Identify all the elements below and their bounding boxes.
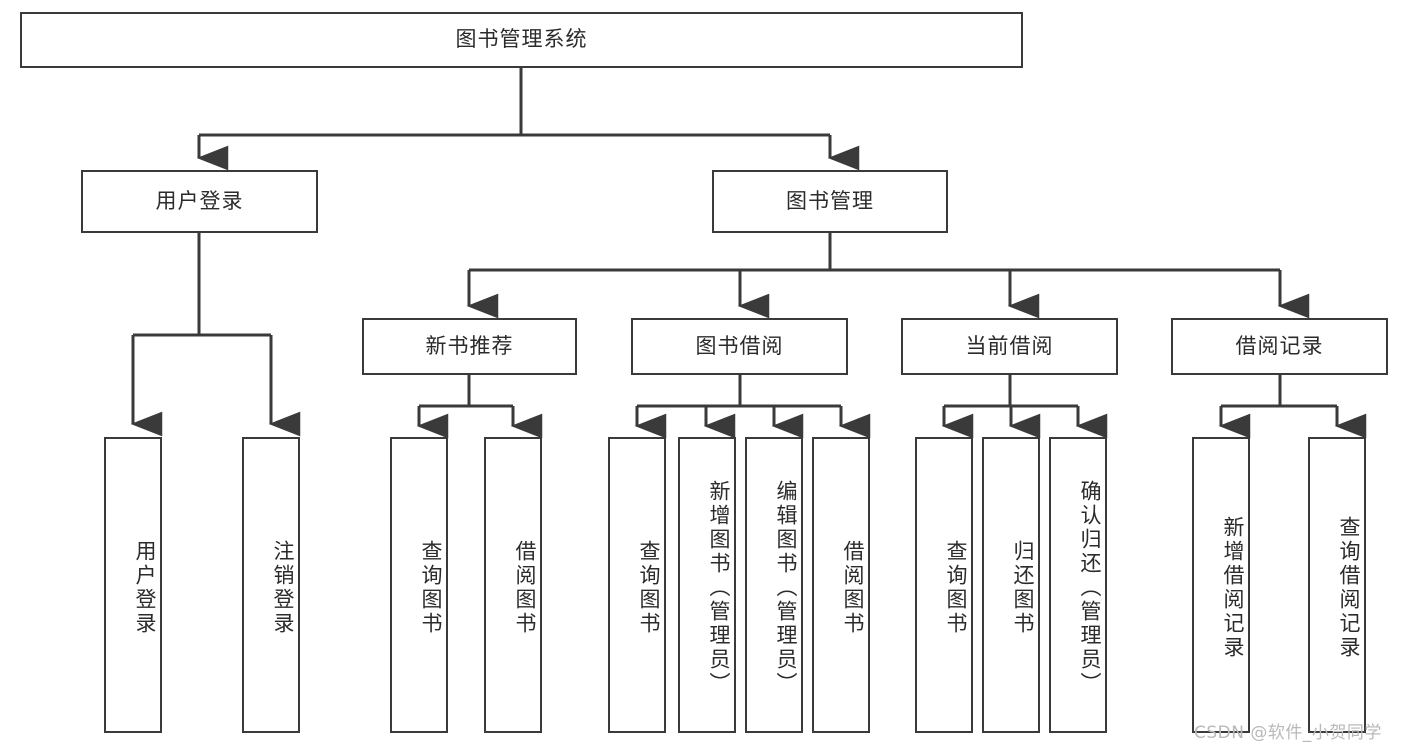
node-leaf-borrow-book-newbook-label: 借阅图书	[513, 540, 537, 636]
node-leaf-borrow-book-newbook[interactable]: 借阅图书	[484, 437, 542, 733]
node-leaf-add-borrow-record[interactable]: 新增借阅记录	[1192, 437, 1250, 733]
node-leaf-edit-book-admin[interactable]: 编辑图书（管理员）	[745, 437, 803, 733]
node-borrow-record[interactable]: 借阅记录	[1171, 318, 1388, 375]
node-leaf-query-book-borrow[interactable]: 查询图书	[608, 437, 666, 733]
node-new-book-recommend-label: 新书推荐	[425, 333, 514, 358]
node-leaf-edit-book-admin-label: 编辑图书（管理员）	[774, 480, 798, 696]
node-new-book-recommend[interactable]: 新书推荐	[362, 318, 577, 375]
node-leaf-query-book-current-label: 查询图书	[944, 540, 968, 636]
node-leaf-user-login-label: 用户登录	[133, 540, 157, 636]
node-root-label: 图书管理系统	[455, 27, 588, 52]
node-leaf-logout-label: 注销登录	[271, 540, 295, 636]
node-leaf-query-borrow-record[interactable]: 查询借阅记录	[1308, 437, 1366, 733]
node-book-management[interactable]: 图书管理	[712, 170, 948, 233]
node-leaf-user-login[interactable]: 用户登录	[104, 437, 162, 733]
node-leaf-borrow-book[interactable]: 借阅图书	[812, 437, 870, 733]
node-leaf-confirm-return-admin[interactable]: 确认归还（管理员）	[1049, 437, 1107, 733]
node-leaf-confirm-return-admin-label: 确认归还（管理员）	[1078, 480, 1102, 696]
node-current-borrow-label: 当前借阅	[965, 333, 1054, 358]
node-leaf-add-book-admin[interactable]: 新增图书（管理员）	[678, 437, 736, 733]
node-root[interactable]: 图书管理系统	[20, 12, 1023, 68]
node-leaf-borrow-book-label: 借阅图书	[841, 540, 865, 636]
node-user-login-label: 用户登录	[155, 188, 244, 213]
node-book-borrow-label: 图书借阅	[695, 333, 784, 358]
node-leaf-return-book-label: 归还图书	[1011, 540, 1035, 636]
node-leaf-logout[interactable]: 注销登录	[242, 437, 300, 733]
node-leaf-add-borrow-record-label: 新增借阅记录	[1221, 516, 1245, 660]
node-book-borrow[interactable]: 图书借阅	[631, 318, 848, 375]
node-leaf-query-book-current[interactable]: 查询图书	[915, 437, 973, 733]
node-leaf-query-book-borrow-label: 查询图书	[637, 540, 661, 636]
node-leaf-add-book-admin-label: 新增图书（管理员）	[707, 480, 731, 696]
node-borrow-record-label: 借阅记录	[1235, 333, 1324, 358]
node-leaf-query-book-newbook[interactable]: 查询图书	[390, 437, 448, 733]
node-leaf-query-borrow-record-label: 查询借阅记录	[1337, 516, 1361, 660]
node-user-login[interactable]: 用户登录	[81, 170, 318, 233]
node-current-borrow[interactable]: 当前借阅	[901, 318, 1118, 375]
node-book-management-label: 图书管理	[786, 188, 874, 213]
node-leaf-return-book[interactable]: 归还图书	[982, 437, 1040, 733]
node-leaf-query-book-newbook-label: 查询图书	[419, 540, 443, 636]
